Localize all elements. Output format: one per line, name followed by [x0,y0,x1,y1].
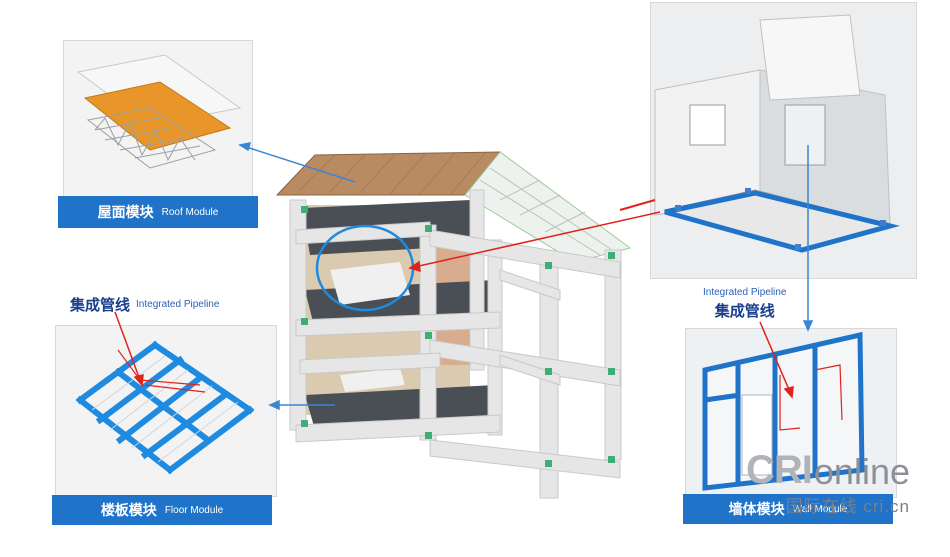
cri-logo-brand: CRI [746,448,813,492]
roof-module-illustration [76,54,242,169]
wall-module-zh: 墙体模块 [728,501,785,517]
pipeline-left-en: Integrated Pipeline [136,299,220,310]
wall-module-illustration [702,331,865,491]
pipeline-left-zh: 集成管线 [70,297,131,314]
cri-logo-suffix: online [813,451,910,492]
pipeline-label-left: 集成管线 Integrated Pipeline [70,294,219,315]
connector-arrows [238,142,814,411]
roof-module-en: Roof Module [161,206,219,218]
wall-module-label: 墙体模块 Wall Module [683,494,893,524]
floor-module-illustration [75,340,255,475]
floor-module-label: 楼板模块 Floor Module [52,495,272,525]
roof-module-label: 屋面模块 Roof Module [58,196,258,228]
wall-module-en: Wall Module [792,503,848,515]
house-illustration [275,151,632,499]
cri-logo: CRI online [746,448,910,493]
pipeline-right-en: Integrated Pipeline [703,287,787,298]
room-module-illustration [619,14,900,253]
floor-module-zh: 楼板模块 [100,502,157,518]
floor-module-en: Floor Module [164,504,224,516]
pipeline-label-right: Integrated Pipeline 集成管线 [703,287,786,321]
pipeline-right-zh: 集成管线 [714,303,775,320]
cri-logo-sub: 国际在线 cri.cn [785,497,910,516]
roof-module-zh: 屋面模块 [97,204,154,220]
pipeline-arrows [114,211,794,399]
